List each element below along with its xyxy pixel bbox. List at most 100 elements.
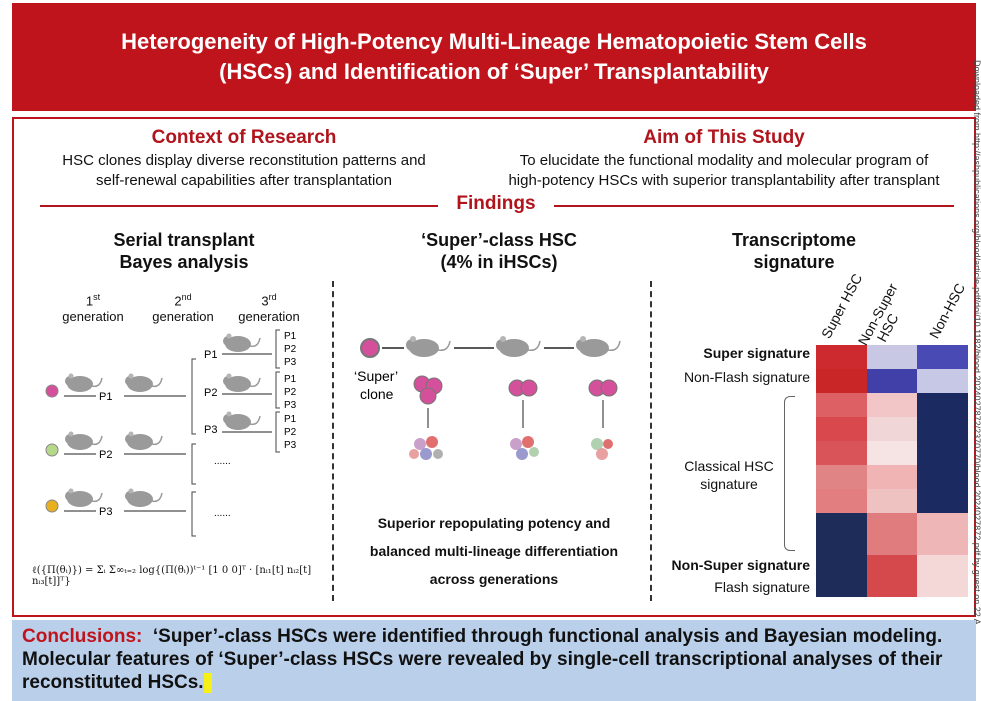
context-title: Context of Research [151,127,337,148]
heatmap-cell [866,417,918,441]
hsc-cell-icon [419,387,437,405]
bracket-icon [275,371,280,409]
p1-label-gen3b: P1 [284,374,297,385]
title-line-1: Heterogeneity of High-Potency Multi-Line… [121,29,867,54]
p2-label-gen3b: P2 [284,387,297,398]
context-line-2: self-renewal capabilities after transpla… [96,172,392,189]
lineage-cells-icon [510,436,539,460]
p1-label-gen3a: P1 [284,331,297,342]
col-non-super-hsc: Non-Super HSC [855,281,914,355]
conclusions-text: ‘Super’-class HSCs were identified throu… [22,626,943,693]
watermark-text: Downloaded from http://ashpublications.o… [972,60,981,625]
bracket-icon [191,443,196,485]
serial-transplant-diagram: P1 P2 P3 P1 P2 P3 ...... ...... P1 P2 P3… [45,329,297,537]
super-clone-cell-icon [360,338,380,358]
p2-label-gen3c: P2 [284,427,297,438]
heatmap-cell [816,369,867,393]
gen2-label: 2nd generation [148,289,218,325]
mouse-icon [64,372,103,393]
p1-label-gen1: P1 [99,391,112,403]
heatmap-cell [816,513,867,555]
super-class-title-line-1: ‘Super’-class HSC [421,230,577,250]
findings-rule-left [40,205,438,207]
lineage-cells-icon [409,436,443,460]
row-non-flash-signature: Non-Flash signature [683,369,810,385]
row-super-signature: Super signature [703,345,810,361]
hsc-cell-icon [520,379,538,397]
p1-label-gen3c: P1 [284,414,297,425]
transcriptome-title-line-2: signature [753,252,835,272]
findings-rule-right [554,205,954,207]
mouse-icon [124,430,163,451]
p3-label-gen2: P3 [204,424,217,436]
bracket-icon [191,358,196,435]
dots-gen2b: ...... [214,508,231,519]
conclusions-label: Conclusions: [22,626,143,647]
p1-label-gen2: P1 [204,349,217,361]
p2-label-gen1: P2 [99,449,112,461]
serial-title-line-1: Serial transplant [113,230,255,250]
cell-pink-icon [45,384,59,398]
aim-text: To elucidate the functional modality and… [474,151,974,191]
p2-label-gen3a: P2 [284,344,297,355]
heatmap-cell [917,369,968,393]
p2-label-gen2: P2 [204,387,217,399]
mouse-icon [495,335,541,358]
heatmap-cell [866,369,918,393]
cell-green-icon [45,443,59,457]
heatmap-cell [816,489,867,513]
heatmap-cell [866,489,918,513]
download-watermark: Downloaded from http://ashpublications.o… [968,60,981,700]
gen3-word: generation [238,309,300,325]
heatmap-cell [816,417,867,441]
bracket-icon [275,411,280,453]
classical-bracket [784,396,795,551]
row-classical-hsc-signature: Classical HSC signature [674,457,784,493]
bracket-icon [275,329,280,369]
gen1-word: generation [62,309,124,325]
serial-title: Serial transplant Bayes analysis [84,229,284,273]
conclusions-box: Conclusions: ‘Super’-class HSCs were ide… [12,620,976,701]
divider-left [332,281,334,601]
classical-line-1: Classical HSC [684,458,774,474]
gen3-label: 3rd generation [234,289,304,325]
mouse-icon [124,487,163,508]
desc-line-2: balanced multi-lineage differentiation [369,543,619,559]
super-class-diagram [360,335,621,460]
dots-gen2: ...... [214,456,231,467]
heatmap-cell [816,465,867,489]
super-class-description: Superior repopulating potency and balanc… [344,509,644,593]
col-super-hsc: Super HSC [817,270,866,341]
p3-label-gen1: P3 [99,506,112,518]
context-line-1: HSC clones display diverse reconstitutio… [62,152,426,169]
heatmap-cell [917,555,968,597]
hsc-cell-icon [600,379,618,397]
findings-title: Findings [456,193,536,214]
classical-line-2: signature [700,476,758,492]
super-class-title: ‘Super’-class HSC (4% in iHSCs) [394,229,604,273]
mouse-icon [222,332,261,353]
heatmap-cell [866,513,918,555]
heatmap-cell [917,441,968,465]
heatmap-cell [866,555,918,597]
p3-label-gen3c: P3 [284,440,297,451]
heatmap-cell [917,345,968,369]
aim-line-2: high-potency HSCs with superior transpla… [508,172,940,189]
heatmap-cell [816,441,867,465]
desc-line-3: across generations [429,571,559,587]
gen3-sup: rd [268,292,277,302]
heatmap [816,345,968,597]
heatmap-cell [917,393,968,417]
heatmap-cell [866,393,918,417]
mouse-icon [222,410,261,431]
bracket-icon [191,491,196,537]
aim-title: Aim of This Study [643,127,805,148]
title-line-2: (HSCs) and Identification of ‘Super’ Tra… [219,59,769,84]
gen3-num: 3 [261,293,269,309]
lineage-cells-icon [591,438,613,460]
mouse-icon [64,487,103,508]
heatmap-cell [917,417,968,441]
super-clone-line-2: clone [360,386,394,402]
row-flash-signature: Flash signature [714,579,810,595]
super-class-title-line-2: (4% in iHSCs) [440,252,558,272]
